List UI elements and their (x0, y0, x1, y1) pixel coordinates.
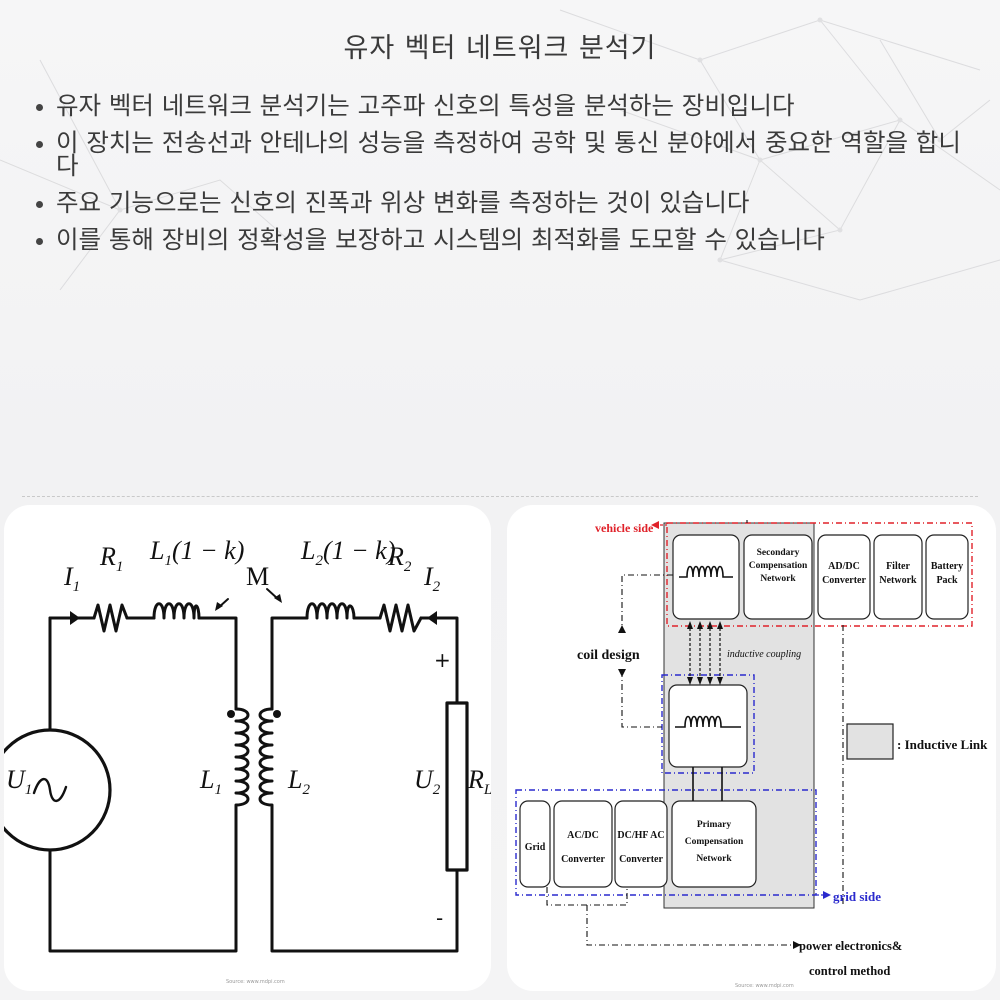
background-network-pattern (0, 9, 1000, 301)
label-u1: U1 (6, 765, 32, 798)
control-method-label: control method (809, 964, 890, 978)
grid-label: Grid (525, 842, 546, 853)
label-mutual-inductance: M (246, 562, 269, 591)
bullet-item: 유자 벡터 네트워크 분석기는 고주파 신호의 특성을 분석하는 장비입니다 (34, 93, 964, 118)
bullet-item: 이를 통해 장비의 정확성을 보장하고 시스템의 최적화를 도모할 수 있습니다 (34, 227, 964, 252)
circuit-diagram: I1 R1 L1(1 − k) M L2(1 − k) R2 I2 U1 L1 … (4, 536, 491, 985)
vehicle-side-label: vehicle side (595, 521, 654, 535)
page-title: 유자 벡터 네트워크 분석기 (343, 33, 657, 64)
inductive-coupling-label: inductive coupling (727, 649, 801, 660)
label-u2: U2 (414, 765, 441, 798)
bullet-item: 주요 기능으로는 신호의 진폭과 위상 변화를 측정하는 것이 있습니다 (34, 190, 964, 215)
label-l2: L2 (287, 765, 310, 798)
label-l2-leakage: L2(1 − k) (300, 536, 395, 569)
label-l1: L1 (199, 765, 222, 798)
power-electronics-label: power electronics& (799, 939, 902, 953)
grid-side-label: grid side (833, 889, 881, 904)
label-i1: I1 (63, 562, 80, 595)
label-i2: I2 (423, 562, 441, 595)
label-l1-leakage: L1(1 − k) (149, 536, 244, 569)
label-rl: RL (467, 765, 491, 798)
source-caption: Source: www.mdpi.com (226, 979, 285, 985)
bullet-list: 유자 벡터 네트워크 분석기는 고주파 신호의 특성을 분석하는 장비입니다 이… (34, 93, 964, 265)
source-caption: Source: www.mdpi.com (735, 983, 794, 989)
bullet-item: 이 장치는 전송선과 안테나의 성능을 측정하여 공학 및 통신 분야에서 중요… (34, 130, 964, 178)
inductive-link-legend: : Inductive Link (897, 737, 988, 752)
label-minus: - (436, 906, 443, 930)
section-divider (22, 496, 978, 497)
label-plus: + (434, 648, 451, 672)
label-r2: R2 (387, 542, 412, 575)
circuit-diagram-panel: I1 R1 L1(1 − k) M L2(1 − k) R2 I2 U1 L1 … (4, 505, 491, 991)
coil-design-label: coil design (577, 648, 640, 663)
label-r1: R1 (99, 542, 123, 575)
